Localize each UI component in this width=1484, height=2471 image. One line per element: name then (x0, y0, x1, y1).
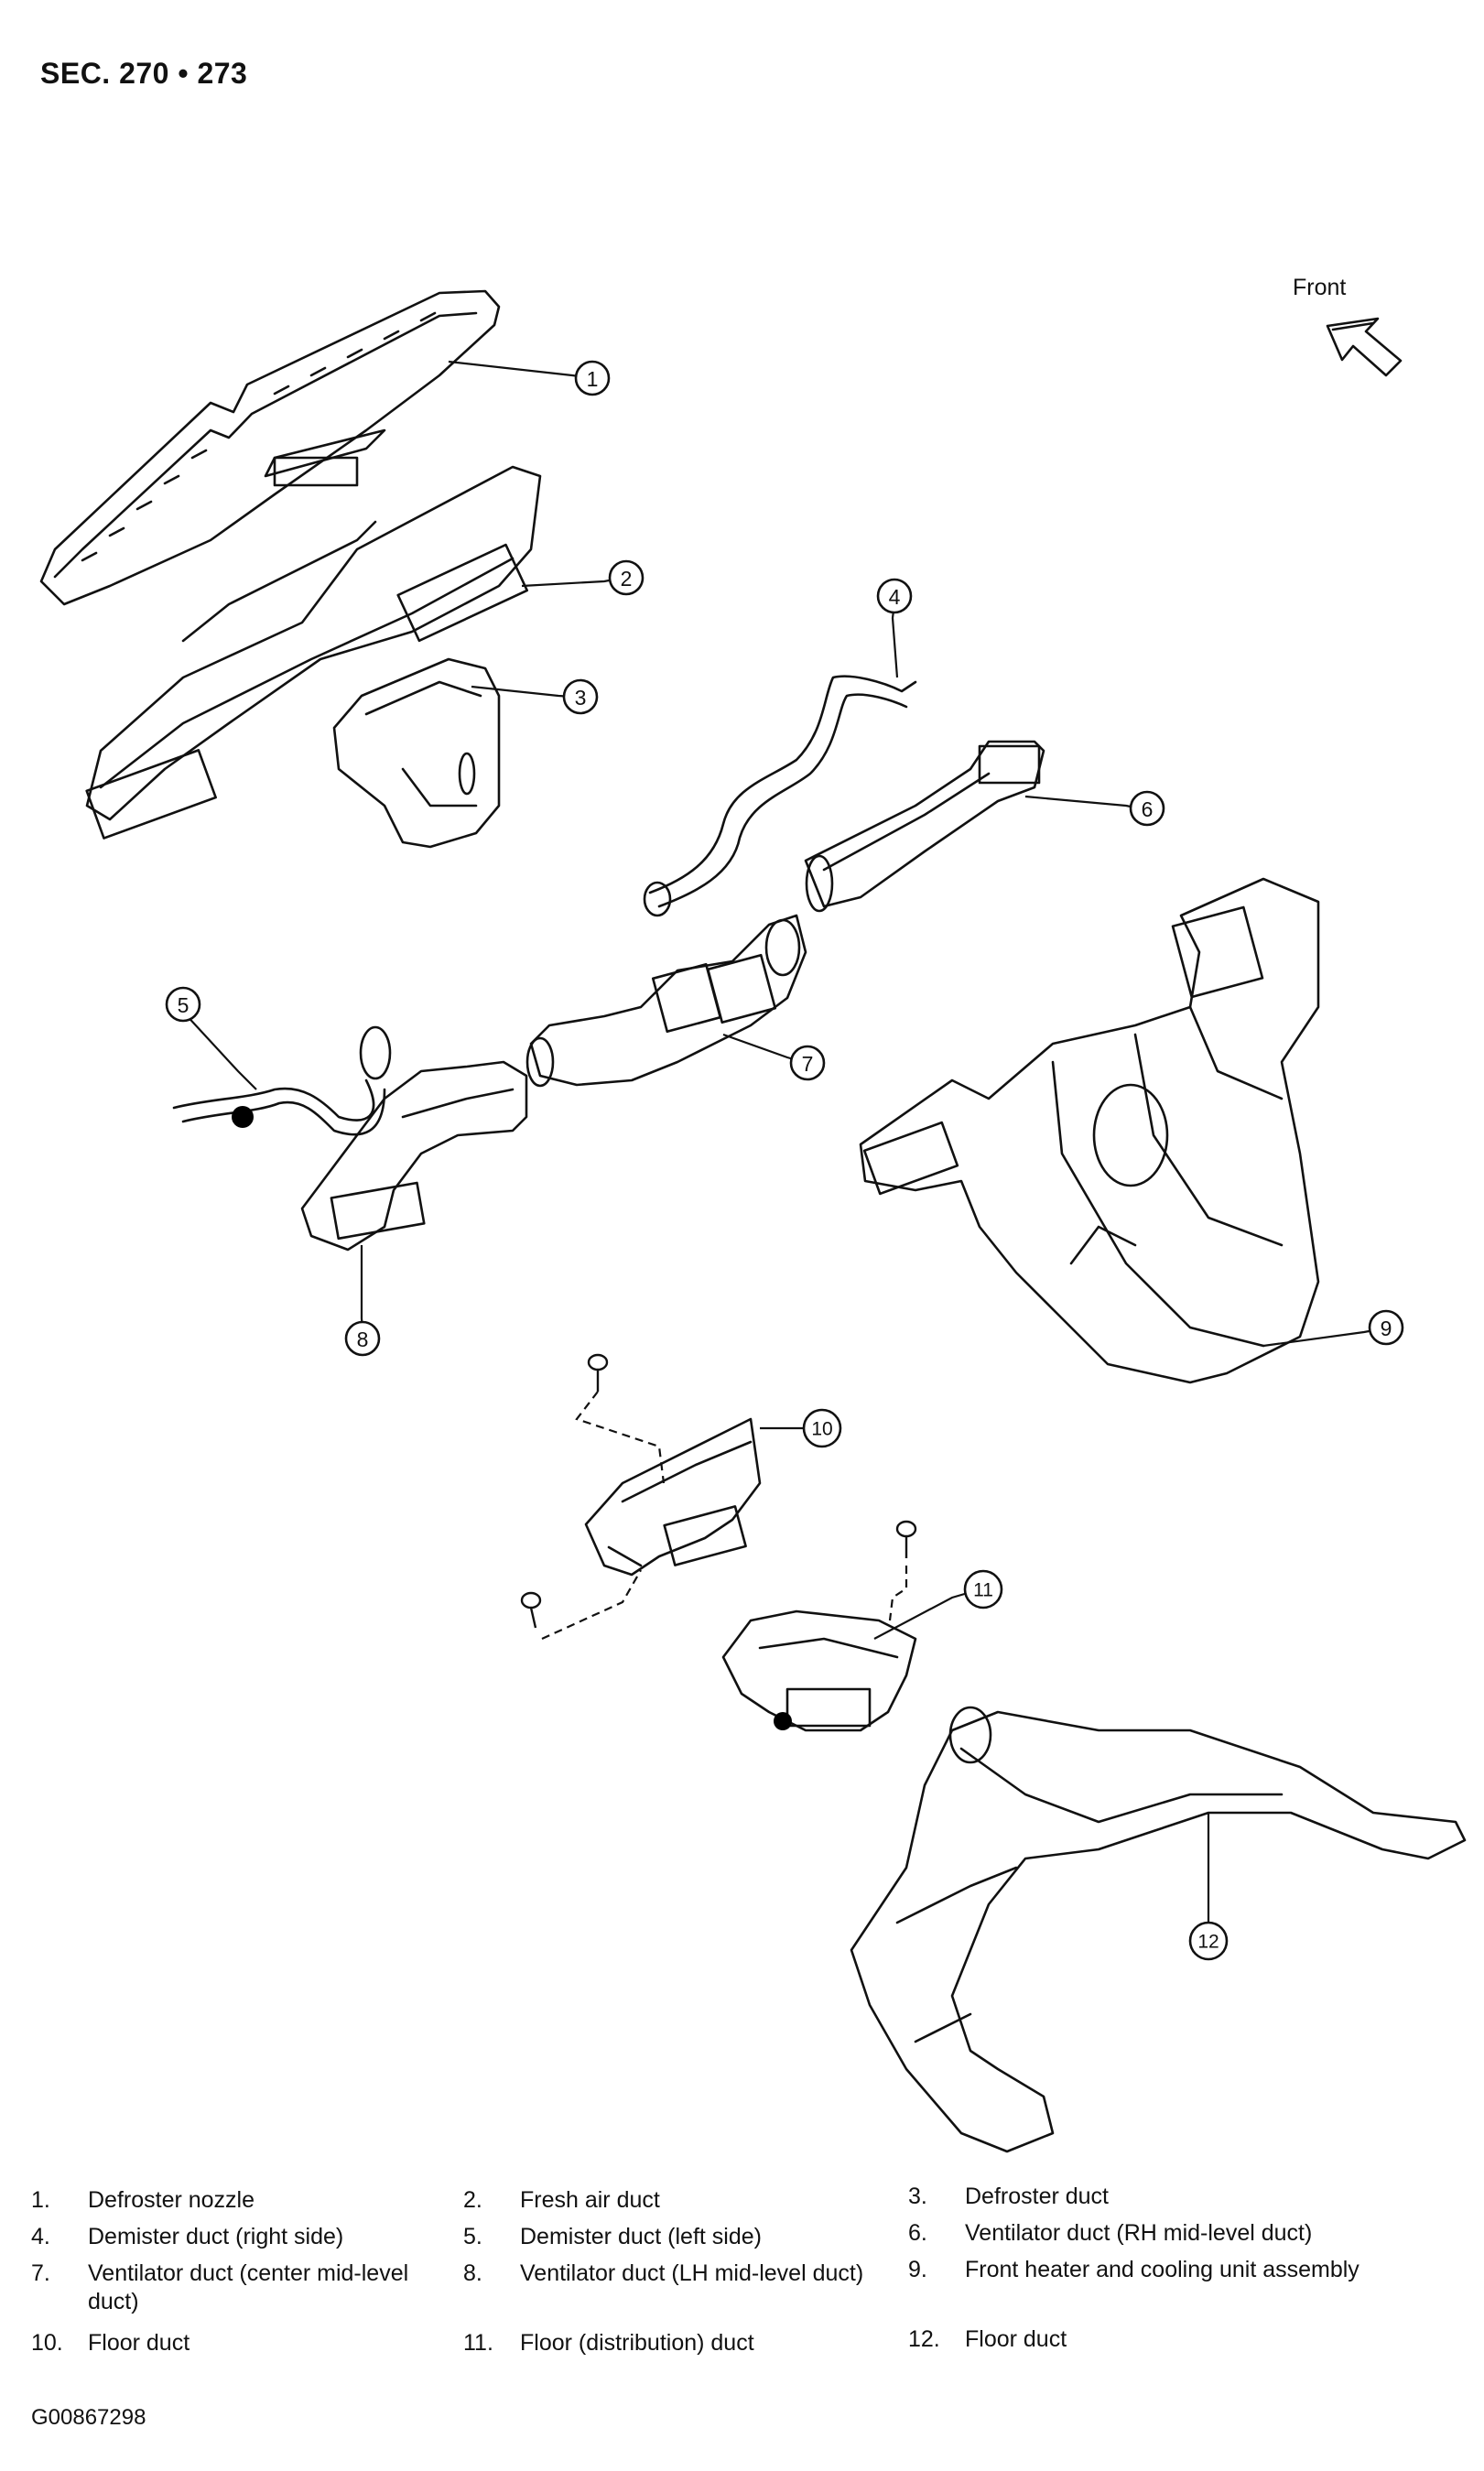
callout-2-label: 2 (621, 567, 633, 591)
callout-12: 12 (1188, 1921, 1229, 1961)
screw-10a-icon (587, 1353, 609, 1392)
legend-item-2: 2. Fresh air duct (463, 2186, 894, 2215)
ventilator-duct-center-part (525, 914, 807, 1088)
legend-number: 6. (908, 2220, 927, 2246)
callout-9-label: 9 (1381, 1317, 1392, 1340)
legend-number: 2. (463, 2187, 482, 2213)
floor-distribution-duct-part (721, 1609, 917, 1732)
legend-item-5: 5. Demister duct (left side) (463, 2223, 894, 2251)
callout-3-label: 3 (575, 686, 587, 710)
demister-duct-right-part (643, 675, 917, 917)
legend-number: 4. (31, 2224, 50, 2249)
defroster-duct-part (332, 657, 501, 849)
callout-1: 1 (574, 360, 611, 396)
legend-item-6: 6. Ventilator duct (RH mid-level duct) (908, 2219, 1421, 2248)
legend-number: 1. (31, 2187, 50, 2213)
callout-2: 2 (608, 559, 645, 596)
legend-text: Front heater and cooling unit assembly (965, 2257, 1359, 2282)
front-arrow-icon (1326, 317, 1403, 377)
front-direction-label: Front (1293, 275, 1347, 300)
legend-text: Defroster nozzle (88, 2187, 255, 2213)
screw-11-icon (895, 1520, 917, 1558)
callout-8-label: 8 (357, 1328, 369, 1351)
callout-8: 8 (344, 1320, 381, 1357)
callout-3: 3 (562, 678, 599, 715)
callout-4: 4 (876, 578, 913, 614)
fresh-air-duct-part (85, 465, 542, 840)
legend-item-7: 7. Ventilator duct (center mid-level duc… (31, 2260, 461, 2316)
legend-number: 3. (908, 2184, 927, 2209)
legend-number: 7. (31, 2260, 50, 2286)
legend-text: Defroster duct (965, 2184, 1110, 2209)
legend-text: Ventilator duct (LH mid-level duct) (520, 2260, 864, 2286)
floor-duct-10-part (584, 1417, 762, 1577)
figure-id: G00867298 (31, 2405, 146, 2430)
callout-6-label: 6 (1142, 797, 1154, 821)
callout-12-label: 12 (1197, 1932, 1219, 1953)
legend-item-9: 9. Front heater and cooling unit assembl… (908, 2256, 1421, 2284)
defroster-nozzle-part (39, 289, 501, 606)
callout-10-label: 10 (811, 1419, 832, 1440)
section-title: SEC. 270 • 273 (40, 57, 248, 90)
callout-11: 11 (963, 1569, 1003, 1609)
ventilator-duct-rh-part (804, 740, 1045, 913)
callout-9: 9 (1368, 1309, 1404, 1346)
legend-text: Fresh air duct (520, 2187, 660, 2213)
callout-5-label: 5 (178, 993, 190, 1017)
screw-10b-icon (520, 1591, 542, 1629)
floor-duct-12-part (850, 1706, 1467, 2153)
legend-item-8: 8. Ventilator duct (LH mid-level duct) (463, 2260, 903, 2288)
ventilator-duct-lh-part (300, 1060, 528, 1252)
legend-number: 11. (463, 2330, 493, 2356)
legend-item-1: 1. Defroster nozzle (31, 2186, 461, 2215)
legend-text: Ventilator duct (center mid-level duct) (88, 2260, 409, 2314)
callout-7: 7 (789, 1045, 826, 1081)
legend-number: 9. (908, 2257, 927, 2282)
legend-number: 8. (463, 2260, 482, 2286)
callout-10: 10 (802, 1408, 842, 1448)
legend-text: Floor duct (88, 2330, 190, 2356)
demister-duct-left-part (172, 1025, 392, 1136)
heater-cooling-unit-part (859, 877, 1320, 1384)
legend-number: 12. (908, 2326, 940, 2352)
legend-text: Demister duct (left side) (520, 2224, 762, 2249)
callout-5: 5 (165, 986, 201, 1023)
legend-item-3: 3. Defroster duct (908, 2183, 1421, 2211)
callout-1-label: 1 (587, 367, 599, 391)
legend-number: 10. (31, 2330, 63, 2356)
callout-11-label: 11 (973, 1580, 993, 1601)
legend-text: Demister duct (right side) (88, 2224, 344, 2249)
legend-number: 5. (463, 2224, 482, 2249)
legend-text: Floor duct (965, 2326, 1067, 2352)
legend-item-10: 10. Floor duct (31, 2329, 461, 2357)
legend-item-4: 4. Demister duct (right side) (31, 2223, 461, 2251)
callout-4-label: 4 (889, 585, 901, 609)
legend-text: Floor (distribution) duct (520, 2330, 754, 2356)
legend-item-11: 11. Floor (distribution) duct (463, 2329, 894, 2357)
legend-text: Ventilator duct (RH mid-level duct) (965, 2220, 1313, 2246)
callout-7-label: 7 (802, 1052, 814, 1076)
legend-item-12: 12. Floor duct (908, 2325, 1421, 2354)
callout-6: 6 (1129, 790, 1165, 827)
